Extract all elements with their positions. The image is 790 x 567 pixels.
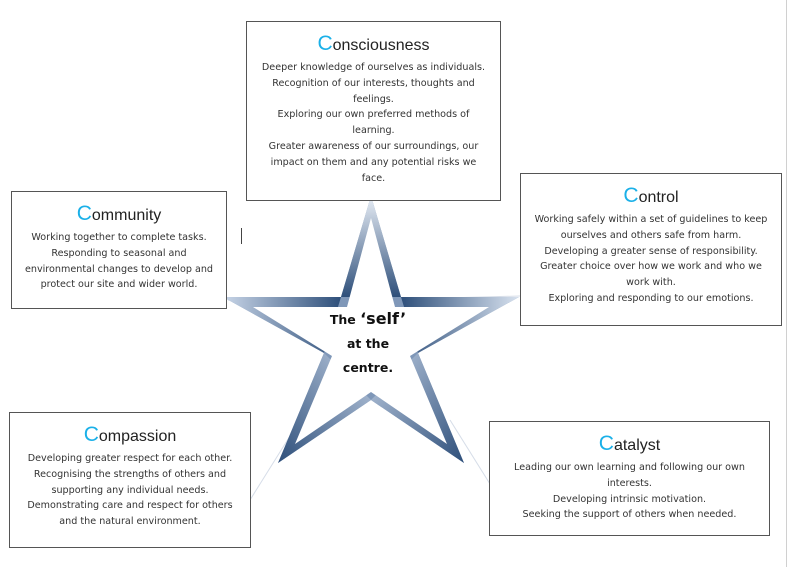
compassion-line: Developing greater respect for each othe… [27,453,233,464]
community-line: Responding to seasonal and [51,247,187,259]
control-initial: C [623,184,639,207]
catalyst-line: interests. [607,477,652,489]
control-line: Exploring and responding to our emotions… [548,292,754,304]
community-box: Community Working together to complete t… [11,191,227,309]
center-self-word: ‘self’ [360,309,407,328]
control-box: Control Working safely within a set of g… [520,173,782,326]
consciousness-line: impact on them and any potential risks w… [270,156,477,168]
compassion-title-rest: ompassion [98,428,177,445]
center-line-3: centre. [342,360,394,375]
catalyst-initial: C [598,432,614,455]
consciousness-title-rest: onsciousness [332,37,430,54]
text-cursor [241,228,242,244]
center-line-2: at the [346,336,390,351]
control-line: Greater choice over how we work and who … [540,261,762,273]
community-line: environmental changes to develop and [24,263,214,275]
compassion-box: Compassion Developing greater respect fo… [9,412,251,548]
consciousness-box: Consciousness Deeper knowledge of oursel… [246,21,501,201]
center-prefix: The [329,312,361,327]
compassion-title: Compassion [18,423,242,447]
control-title: Control [529,184,773,208]
control-line: Developing a greater sense of responsibi… [544,245,758,257]
compassion-line: and the natural environment. [59,516,201,528]
consciousness-line: face. [361,172,386,184]
consciousness-line: Exploring our own preferred methods of [277,109,470,121]
community-title-rest: ommunity [91,207,162,224]
compassion-initial: C [83,423,99,446]
center-line-1: The ‘self’ [318,307,418,332]
catalyst-line: Developing intrinsic motivation. [552,493,707,505]
control-line: Working safely within a set of guideline… [534,214,768,225]
compassion-line: Demonstrating care and respect for other… [27,500,233,512]
catalyst-line: Leading our own learning and following o… [514,462,745,473]
catalyst-box: Catalyst Leading our own learning and fo… [489,421,770,536]
compassion-line: Recognising the strengths of others and [33,468,227,480]
control-title-rest: ontrol [638,189,679,206]
compassion-line: supporting any individual needs. [51,484,209,496]
consciousness-line: learning. [352,125,395,137]
consciousness-line: Recognition of our interests, thoughts a… [272,77,475,89]
community-line: Working together to complete tasks. [31,232,207,243]
consciousness-title: Consciousness [255,32,492,56]
community-title: Community [20,202,218,226]
center-label: The ‘self’ at the centre. [318,307,418,380]
star-outline [223,196,519,463]
consciousness-line: feelings. [353,93,394,105]
consciousness-initial: C [317,32,333,55]
consciousness-line: Deeper knowledge of ourselves as individ… [261,62,486,73]
catalyst-title: Catalyst [498,432,761,456]
page-edge-line [786,0,787,567]
control-line: ourselves and others safe from harm. [560,229,742,241]
consciousness-line: Greater awareness of our surroundings, o… [268,140,479,152]
community-initial: C [76,202,92,225]
catalyst-title-rest: atalyst [613,437,661,454]
catalyst-line: Seeking the support of others when neede… [522,509,737,521]
community-line: protect our site and wider world. [40,279,198,291]
control-line: work with. [626,277,676,289]
